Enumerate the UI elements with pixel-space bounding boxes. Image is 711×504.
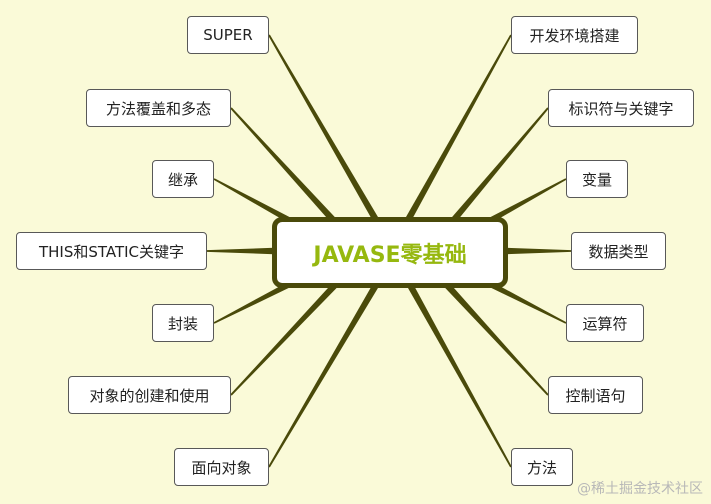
connector-r3 bbox=[506, 247, 571, 255]
connector-l4 bbox=[213, 276, 302, 324]
node-methods: 方法 bbox=[511, 448, 573, 486]
connector-l5 bbox=[230, 281, 339, 396]
connector-r1 bbox=[449, 107, 549, 225]
connector-r5 bbox=[443, 281, 549, 396]
connector-r0 bbox=[405, 34, 512, 222]
connector-l6 bbox=[268, 283, 379, 468]
connector-l0 bbox=[268, 34, 379, 222]
connector-r4 bbox=[478, 276, 567, 324]
node-encapsulation: 封装 bbox=[152, 304, 214, 342]
node-data-types: 数据类型 bbox=[571, 232, 666, 270]
central-topic: JAVASE零基础 bbox=[272, 217, 508, 288]
node-object-oriented: 面向对象 bbox=[174, 448, 269, 486]
node-method-override-polymorphism: 方法覆盖和多态 bbox=[86, 89, 231, 127]
node-operators: 运算符 bbox=[566, 304, 644, 342]
node-dev-environment: 开发环境搭建 bbox=[511, 16, 638, 54]
connector-r6 bbox=[407, 283, 512, 468]
node-control-statements: 控制语句 bbox=[548, 376, 643, 414]
connector-l2 bbox=[213, 178, 302, 229]
node-super: SUPER bbox=[187, 16, 269, 54]
node-object-creation-usage: 对象的创建和使用 bbox=[68, 376, 231, 414]
connector-l1 bbox=[230, 107, 337, 224]
node-identifiers-keywords: 标识符与关键字 bbox=[548, 89, 694, 127]
connector-r2 bbox=[478, 178, 567, 229]
connector-l3 bbox=[207, 247, 274, 255]
node-this-static-keywords: THIS和STATIC关键字 bbox=[16, 232, 207, 270]
node-inheritance: 继承 bbox=[152, 160, 214, 198]
watermark: @稀土掘金技术社区 bbox=[577, 481, 703, 497]
node-variables: 变量 bbox=[566, 160, 628, 198]
